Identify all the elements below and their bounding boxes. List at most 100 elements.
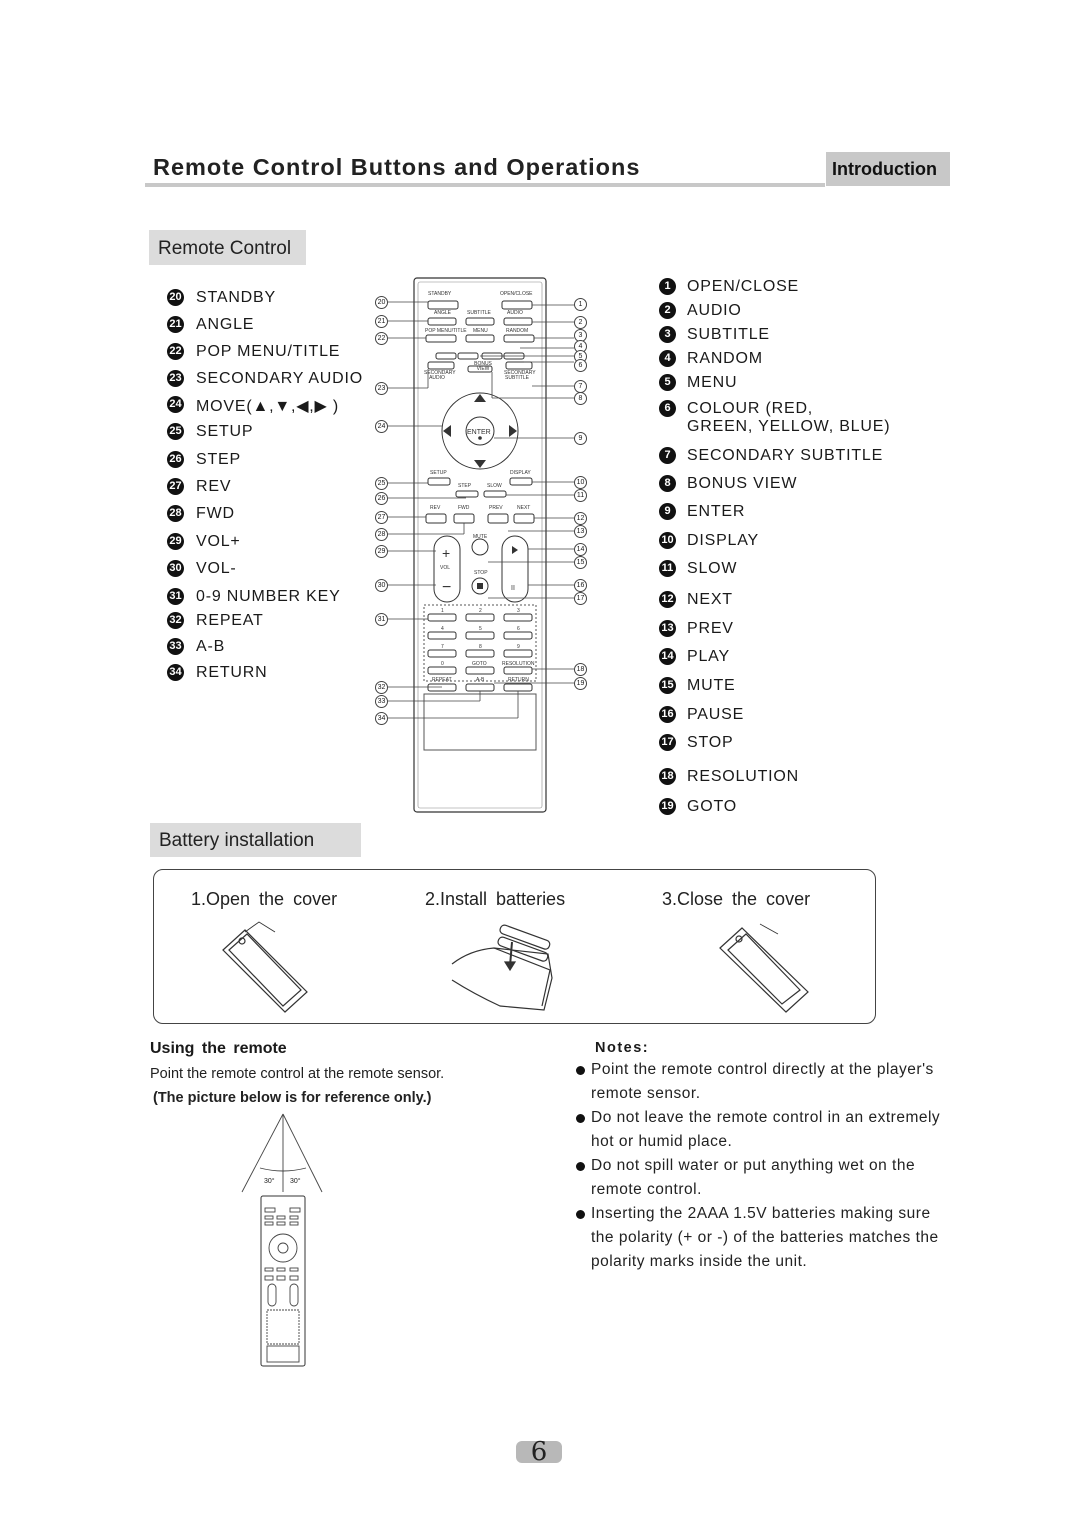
callout-number: 22 xyxy=(167,343,184,360)
remote-angle-diagram xyxy=(241,1113,323,1367)
button-name: PAUSE xyxy=(687,706,745,723)
button-name: REV xyxy=(196,478,232,495)
stop-icon xyxy=(477,583,483,589)
remote-callout-19: 19 xyxy=(574,677,587,690)
remote-callout-31: 31 xyxy=(375,613,388,626)
remote-label-digit: 6 xyxy=(517,626,520,632)
remote-label-digit: 9 xyxy=(517,644,520,650)
remote-callout-6: 6 xyxy=(574,359,587,372)
title-rule xyxy=(145,183,825,187)
remote-callout-9: 9 xyxy=(574,432,587,445)
remote-label-open-close: OPEN/CLOSE xyxy=(500,291,533,297)
remote-label-digit: 7 xyxy=(441,644,444,650)
button-name: STANDBY xyxy=(196,289,276,306)
remote-label-digit: 0 xyxy=(441,661,444,667)
install-batteries-illustration xyxy=(451,924,553,1011)
number-pad-frame xyxy=(423,604,537,682)
step-key xyxy=(455,490,479,498)
remote-label-stop: STOP xyxy=(474,570,488,576)
battery-panel xyxy=(153,869,876,1024)
remote-callout-17: 17 xyxy=(574,592,587,605)
note-item: Do not spill water or put anything wet o… xyxy=(576,1154,956,1202)
play-pause-rocker xyxy=(501,535,529,603)
callout-number: 2 xyxy=(659,302,676,319)
callout-number: 26 xyxy=(167,451,184,468)
remote-label-digit: 1 xyxy=(441,608,444,614)
callout-number: 16 xyxy=(659,706,676,723)
button-name: DISPLAY xyxy=(687,532,759,549)
remote-callout-3: 3 xyxy=(574,329,587,342)
callout-number: 30 xyxy=(167,560,184,577)
callout-number: 25 xyxy=(167,423,184,440)
remote-diagram: + − II xyxy=(387,277,574,813)
remote-label-return: RETURN xyxy=(508,677,529,683)
remote-callout-32: 32 xyxy=(375,681,388,694)
remote-callout-18: 18 xyxy=(574,663,587,676)
battery-heading: Battery installation xyxy=(159,830,315,851)
remote-label-menu: MENU xyxy=(473,328,488,334)
callout-number: 8 xyxy=(659,475,676,492)
remote-callout-26: 26 xyxy=(375,492,388,505)
bullet-icon xyxy=(576,1114,585,1123)
angle-key xyxy=(427,317,457,326)
remote-callout-25: 25 xyxy=(375,477,388,490)
button-name: COLOUR (RED, xyxy=(687,400,814,417)
menu-key xyxy=(465,334,495,343)
remote-control-heading-box: Remote Control xyxy=(149,230,306,265)
button-name: AUDIO xyxy=(687,302,742,319)
left-arrow-icon xyxy=(443,425,451,437)
remote-label-subtitle: SUBTITLE xyxy=(467,310,491,316)
green-key xyxy=(457,352,479,360)
callout-number: 5 xyxy=(659,374,676,391)
section-tab-label: Introduction xyxy=(832,159,937,179)
button-name: OPEN/CLOSE xyxy=(687,278,800,295)
pop-menu-key xyxy=(425,334,457,343)
nav-pad xyxy=(441,392,519,470)
bonus-view-key xyxy=(467,365,493,373)
remote-label-digit: 3 xyxy=(517,608,520,614)
callout-number: 12 xyxy=(659,591,676,608)
using-remote-description: Point the remote control at the remote s… xyxy=(150,1066,445,1082)
callout-number: 15 xyxy=(659,677,676,694)
vol-rocker xyxy=(433,535,461,603)
remote-label-digit: 4 xyxy=(441,626,444,632)
callout-number: 17 xyxy=(659,734,676,751)
remote-label-display: DISPLAY xyxy=(510,470,531,476)
button-name: RESOLUTION xyxy=(687,768,800,785)
page-number: 6 xyxy=(530,1437,548,1467)
remote-label-ab: A-B xyxy=(476,677,485,683)
battery-step-1: 1.Open the cover xyxy=(191,889,338,909)
button-name: PLAY xyxy=(687,648,730,665)
svg-text:II: II xyxy=(511,585,515,592)
page-title: Remote Control Buttons and Operations xyxy=(153,154,641,180)
button-name: VOL- xyxy=(196,560,237,577)
button-name: REPEAT xyxy=(196,612,264,629)
remote-inner-edge xyxy=(417,281,543,809)
remote-callout-8: 8 xyxy=(574,392,587,405)
remote-callout-29: 29 xyxy=(375,545,388,558)
callout-number: 23 xyxy=(167,370,184,387)
button-name: SECONDARY SUBTITLE xyxy=(687,447,884,464)
remote-label-vol: VOL xyxy=(440,565,451,571)
slow-key xyxy=(483,490,507,498)
using-remote-heading: Using the remote xyxy=(150,1040,287,1057)
remote-label-mute: MUTE xyxy=(473,534,488,540)
callout-number: 1 xyxy=(659,278,676,295)
remote-label-random: RANDOM xyxy=(506,328,529,334)
down-arrow-icon xyxy=(474,460,486,468)
button-name: SUBTITLE xyxy=(687,326,770,343)
button-name: SLOW xyxy=(687,560,738,577)
random-key xyxy=(503,334,535,343)
button-name: MENU xyxy=(687,374,738,391)
button-name: SETUP xyxy=(196,423,254,440)
remote-label-fwd: FWD xyxy=(458,505,470,511)
callout-number: 4 xyxy=(659,350,676,367)
remote-label-resolution: RESOLUTION xyxy=(502,661,535,667)
right-callouts xyxy=(480,304,574,684)
remote-callout-27: 27 xyxy=(375,511,388,524)
button-name: RETURN xyxy=(196,664,268,681)
remote-callout-21: 21 xyxy=(375,315,388,328)
remote-callout-15: 15 xyxy=(574,556,587,569)
remote-callout-30: 30 xyxy=(375,579,388,592)
svg-text:+: + xyxy=(442,545,450,561)
